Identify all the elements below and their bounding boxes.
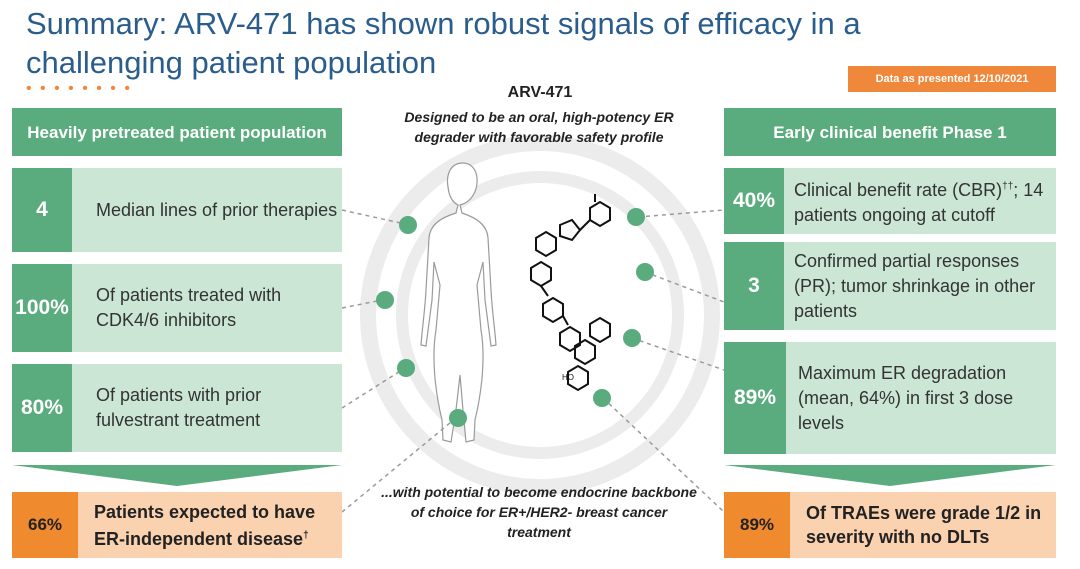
left-stat-row: 100% Of patients treated with CDK4/6 inh… [12, 264, 342, 352]
center-title: ARV-471 [507, 84, 573, 101]
stat-text: Of patients treated with CDK4/6 inhibito… [72, 264, 342, 352]
left-header: Heavily pretreated patient population [12, 108, 342, 156]
woman-silhouette-icon [420, 162, 497, 443]
connector-dot [623, 329, 641, 347]
right-stat-row: 89% Maximum ER degradation (mean, 64%) i… [724, 342, 1056, 454]
stat-text-part1: Clinical benefit rate (CBR) [794, 180, 1003, 200]
connector-dots [376, 208, 654, 427]
molecule-structure-icon [530, 194, 611, 392]
footnote-mark: †† [1002, 181, 1014, 192]
stat-value: 3 [724, 242, 784, 330]
stat-value: 89% [724, 342, 786, 454]
connector-lines [341, 209, 725, 513]
right-bottom-row: 89% Of TRAEs were grade 1/2 in severity … [724, 492, 1056, 558]
bottom-text: Patients expected to have ER-independent… [78, 492, 342, 558]
bottom-text-label: Patients expected to have ER-independent… [94, 501, 316, 549]
stat-text: Clinical benefit rate (CBR)††; 14 patien… [784, 168, 1056, 234]
footnote-mark: † [303, 529, 309, 541]
stat-value: 80% [12, 364, 72, 452]
date-badge: Data as presented 12/10/2021 [848, 66, 1056, 92]
connector-dot [397, 359, 415, 377]
stat-text: Median lines of prior therapies [72, 168, 342, 252]
connector-dot [636, 263, 654, 281]
left-stat-row: 4 Median lines of prior therapies [12, 168, 342, 252]
stat-text: Of patients with prior fulvestrant treat… [72, 364, 342, 452]
connector-dot [627, 208, 645, 226]
center-subtitle: Designed to be an oral, high-potency ER … [404, 109, 674, 145]
bottom-value: 89% [724, 492, 790, 558]
connector-dot [593, 389, 611, 407]
right-header: Early clinical benefit Phase 1 [724, 108, 1056, 156]
right-down-arrow [724, 465, 1056, 486]
page-title: Summary: ARV-471 has shown robust signal… [26, 6, 861, 80]
bottom-value: 66% [12, 492, 78, 558]
right-stat-row: 3 Confirmed partial responses (PR); tumo… [724, 242, 1056, 330]
connector-dot [376, 291, 394, 309]
stat-text: Confirmed partial responses (PR); tumor … [784, 242, 1056, 330]
molecule-label: HO [562, 373, 574, 382]
stat-value: 40% [724, 168, 784, 234]
stat-value: 100% [12, 264, 72, 352]
right-stat-row: 40% Clinical benefit rate (CBR)††; 14 pa… [724, 168, 1056, 234]
connector-dot [399, 216, 417, 234]
connector-dot [449, 409, 467, 427]
bottom-text: Of TRAEs were grade 1/2 in severity with… [790, 492, 1056, 558]
decorative-dots: • • • • • • • • [26, 80, 132, 97]
center-bottom-text: ...with potential to become endocrine ba… [381, 484, 697, 540]
stat-value: 4 [12, 168, 72, 252]
left-stat-row: 80% Of patients with prior fulvestrant t… [12, 364, 342, 452]
stat-text-part2: ; 14 patients ongoing at cutoff [794, 180, 1044, 225]
left-bottom-row: 66% Patients expected to have ER-indepen… [12, 492, 342, 558]
stat-text: Maximum ER degradation (mean, 64%) in fi… [786, 342, 1056, 454]
left-down-arrow [12, 465, 342, 486]
